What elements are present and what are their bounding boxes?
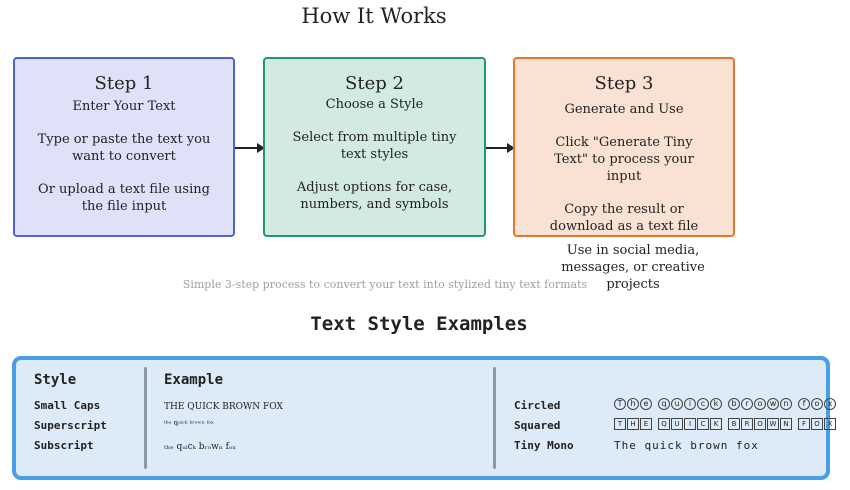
step-1-line2: Or upload a text file using the file inp… — [38, 182, 210, 214]
glyph-char: f — [798, 398, 810, 410]
step-2-title: Step 2 — [345, 73, 404, 94]
glyph-space — [723, 418, 727, 430]
glyph-char: U — [671, 418, 683, 430]
glyph-char: i — [684, 398, 696, 410]
example-tiny-mono: The quick brown fox — [614, 439, 759, 452]
style-name-subscript: Subscript — [34, 439, 94, 452]
step-1-title: Step 1 — [94, 73, 154, 94]
glyph-char: N — [780, 418, 792, 430]
glyph-char: T — [614, 418, 626, 430]
glyph-char: X — [824, 418, 836, 430]
glyph-char: c — [697, 398, 709, 410]
glyph-char: q — [658, 398, 670, 410]
glyph-char: K — [710, 418, 722, 430]
glyph-char: R — [741, 418, 753, 430]
glyph-char: o — [811, 398, 823, 410]
column-divider — [144, 367, 147, 469]
style-name-squared: Squared — [514, 419, 561, 432]
step-2-card: Step 2 Choose a Style Select from multip… — [263, 57, 486, 237]
step-3-title: Step 3 — [594, 73, 654, 94]
step-1-line1: Type or paste the text you want to conve… — [37, 132, 211, 164]
style-name-small-caps: Small Caps — [34, 399, 101, 412]
step-3-line3: Use in social media, messages, or creati… — [561, 243, 705, 292]
glyph-char: o — [754, 398, 766, 410]
step-2-line1: Select from multiple tiny text styles — [292, 130, 457, 162]
step-1-card: Step 1 Enter Your Text Type or paste the… — [13, 57, 235, 237]
glyph-char: E — [640, 418, 652, 430]
glyph-char: x — [824, 398, 836, 410]
step-1-subtitle: Enter Your Text — [72, 99, 176, 114]
glyph-char: h — [627, 398, 639, 410]
step-3-line1: Click "Generate Tiny Text" to process yo… — [554, 135, 694, 184]
style-name-tiny-mono: Tiny Mono — [514, 439, 574, 452]
glyph-char: n — [780, 398, 792, 410]
page-title: How It Works — [301, 4, 447, 28]
arrow-1-icon — [235, 143, 265, 153]
example-column-header: Example — [164, 372, 224, 388]
glyph-space — [723, 398, 727, 410]
glyph-char: T — [614, 398, 626, 410]
glyph-space — [653, 418, 657, 430]
step-2-subtitle: Choose a Style — [325, 97, 424, 112]
glyph-space — [653, 398, 657, 410]
glyph-space — [793, 418, 797, 430]
glyph-char: w — [767, 398, 779, 410]
glyph-char: k — [710, 398, 722, 410]
example-small-caps: THE QUICK BROWN FOX — [164, 402, 283, 412]
glyph-char: F — [798, 418, 810, 430]
glyph-char: B — [728, 418, 740, 430]
column-divider — [493, 367, 496, 469]
glyph-char: e — [640, 398, 652, 410]
step-3-card: Step 3 Generate and Use Click "Generate … — [513, 57, 735, 237]
step-2-line2: Adjust options for case, numbers, and sy… — [296, 180, 453, 212]
diagram-caption: Simple 3-step process to convert your te… — [182, 278, 588, 291]
step-3-line2: Copy the result or download as a text fi… — [549, 202, 699, 234]
examples-title: Text Style Examples — [310, 313, 528, 335]
example-superscript: ᵗʰᵉ ᑫᵘⁱᶜᵏ ᵇʳᵒʷⁿ ᶠᵒˣ — [164, 420, 214, 428]
glyph-char: W — [767, 418, 779, 430]
glyph-char: C — [697, 418, 709, 430]
glyph-char: I — [684, 418, 696, 430]
glyph-char: O — [811, 418, 823, 430]
glyph-space — [793, 398, 797, 410]
glyph-char: H — [627, 418, 639, 430]
glyph-char: O — [754, 418, 766, 430]
step-3-subtitle: Generate and Use — [564, 102, 684, 117]
style-name-superscript: Superscript — [34, 419, 107, 432]
glyph-char: r — [741, 398, 753, 410]
example-subscript: ₜₕₑ qᵤᵢcₖ bᵣₒwₙ fₒₓ — [164, 442, 237, 452]
style-name-circled: Circled — [514, 399, 561, 412]
glyph-char: u — [671, 398, 683, 410]
glyph-char: b — [728, 398, 740, 410]
glyph-char: Q — [658, 418, 670, 430]
style-examples-panel: Style Example Small Caps THE QUICK BROWN… — [12, 356, 836, 480]
style-column-header: Style — [34, 372, 77, 388]
arrow-2-icon — [486, 143, 515, 153]
